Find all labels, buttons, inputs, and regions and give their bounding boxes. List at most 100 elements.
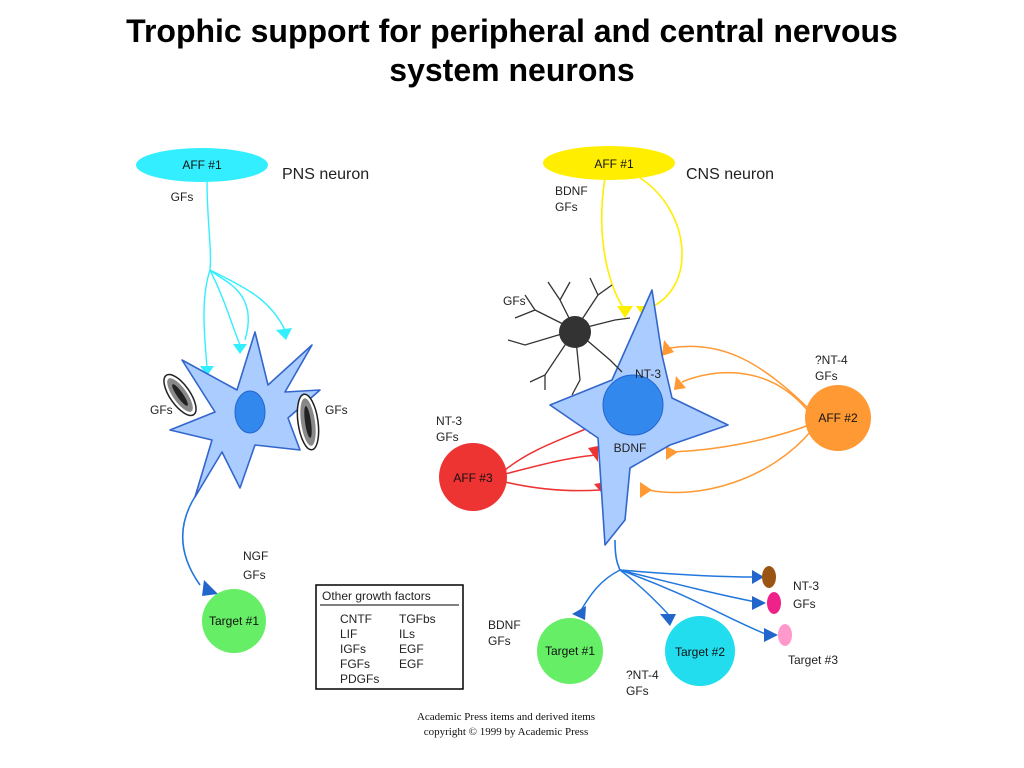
cns-neuron-group: AFF #1 BDNF GFs CNS neuron (436, 146, 871, 698)
cns-axon-branch (619, 569, 757, 603)
other-factor-item: CNTF (340, 612, 372, 626)
cns-target3-factor-2: GFs (793, 597, 816, 611)
cns-target3-factor-1: NT-3 (793, 579, 819, 593)
cns-axon-terminal (752, 570, 764, 584)
cns-astro-gfs: GFs (503, 294, 526, 308)
other-factors-box: Other growth factors CNTF LIF IGFs FGFs … (315, 584, 464, 690)
pns-aff-branch (209, 269, 249, 341)
cns-axon-terminal (660, 614, 676, 626)
cns-aff2-fiber (647, 429, 813, 494)
pns-synapse (276, 328, 292, 340)
other-factors-frame (315, 584, 464, 690)
cns-astrocyte-body (559, 316, 591, 348)
pns-aff1-gfs: GFs (171, 190, 194, 204)
cns-aff1-factor-2: GFs (555, 200, 578, 214)
cns-aff2-fiber (669, 345, 813, 413)
cns-axon-branch (619, 569, 756, 578)
cns-aff3-factor-2: GFs (436, 430, 459, 444)
cns-aff2-node (805, 385, 871, 451)
pns-nucleus (234, 390, 266, 434)
cns-soma-nt3: NT-3 (635, 367, 661, 381)
cns-target1-node (537, 618, 603, 684)
pns-target1-node (202, 589, 266, 653)
other-factor-item: ILs (399, 627, 415, 641)
cns-target3-cell-brown (762, 566, 776, 588)
pns-aff-fiber (206, 181, 212, 271)
cns-axon-terminal (752, 596, 766, 610)
cns-aff1-label: AFF #1 (594, 157, 634, 171)
cns-aff2-factor-1: ?NT-4 (815, 353, 848, 367)
cns-target1-factor-2: GFs (488, 634, 511, 648)
cns-aff2-synapse (666, 446, 678, 460)
pns-target-factor-1: NGF (243, 549, 268, 563)
cns-axon-branch (579, 569, 621, 613)
cns-target1-label: Target #1 (545, 644, 595, 658)
cns-target3-label: Target #3 (788, 653, 838, 667)
cns-aff3-label: AFF #3 (453, 471, 493, 485)
cns-soma-bdnf: BDNF (614, 441, 647, 455)
cns-aff3-factor-1: NT-3 (436, 414, 462, 428)
pns-neuron-group: AFF #1 GFs PNS neuron GFs GFs NGF GFs Ta… (136, 148, 369, 653)
cns-aff1-fiber (639, 177, 683, 311)
cns-aff2-synapse (662, 340, 674, 356)
pns-aff1-label: AFF #1 (182, 158, 222, 172)
cns-aff3-fiber (504, 454, 597, 475)
pns-right-glia (296, 393, 320, 451)
page-title: Trophic support for peripheral and centr… (0, 12, 1024, 90)
cns-target3-cell-pink (778, 624, 792, 646)
cns-target1-factor-1: BDNF (488, 618, 521, 632)
pns-aff1-node (136, 148, 268, 182)
pns-heading: PNS neuron (282, 166, 369, 183)
cns-aff1-factor-1: BDNF (555, 184, 588, 198)
pns-left-glia-gfs: GFs (150, 403, 173, 417)
title-line-2: system neurons (389, 52, 635, 88)
cns-axon-branch (619, 569, 669, 615)
cns-aff2-fiber (671, 423, 813, 453)
cns-aff3-fiber (504, 481, 601, 492)
other-factor-item: TGFbs (399, 612, 436, 626)
cns-nucleus (602, 374, 664, 436)
cns-target2-factor-2: GFs (626, 684, 649, 698)
other-factor-item: LIF (340, 627, 357, 641)
cns-axon-terminal (764, 628, 778, 642)
pns-target1-label: Target #1 (209, 614, 259, 628)
cns-aff2-label: AFF #2 (818, 411, 858, 425)
cns-target2-node (665, 616, 735, 686)
cns-aff2-fiber (681, 371, 813, 417)
title-line-1: Trophic support for peripheral and centr… (126, 13, 898, 49)
other-factor-item: IGFs (340, 642, 366, 656)
cns-aff2-factor-2: GFs (815, 369, 838, 383)
cns-target2-factor-1: ?NT-4 (626, 668, 659, 682)
other-factors-heading: Other growth factors (322, 589, 431, 603)
pns-aff-branch (209, 269, 241, 346)
pns-axon-terminal (202, 580, 218, 596)
pns-synapse (233, 344, 247, 354)
cns-target2-label: Target #2 (675, 645, 725, 659)
credit-line-2: copyright © 1999 by Academic Press (424, 726, 588, 738)
cns-aff3-node (439, 443, 507, 511)
cns-aff3-synapse (588, 446, 598, 462)
cns-aff1-node (543, 146, 675, 180)
cns-target3-cell-magenta (767, 592, 781, 614)
cns-axon-terminal (572, 606, 586, 620)
pns-right-glia-gfs: GFs (325, 403, 348, 417)
pns-aff-branch (209, 269, 286, 331)
other-factor-item: FGFs (340, 657, 370, 671)
cns-aff3-fiber (504, 427, 589, 471)
other-factor-item: EGF (399, 657, 424, 671)
cns-aff2-synapse (640, 482, 652, 498)
cns-aff2-synapse (674, 376, 686, 390)
other-factor-item: PDGFs (340, 672, 379, 686)
pns-left-glia (163, 373, 197, 417)
cns-axon (614, 539, 621, 571)
cns-axon-branch (619, 569, 769, 636)
pns-axon (181, 494, 201, 586)
pns-aff-branch (203, 269, 211, 369)
cns-aff1-synapse (617, 306, 633, 318)
credit-line-1: Academic Press items and derived items (417, 711, 595, 723)
cns-heading: CNS neuron (686, 166, 774, 183)
pns-synapse (200, 366, 214, 376)
other-factor-item: EGF (399, 642, 424, 656)
pns-target-factor-2: GFs (243, 568, 266, 582)
